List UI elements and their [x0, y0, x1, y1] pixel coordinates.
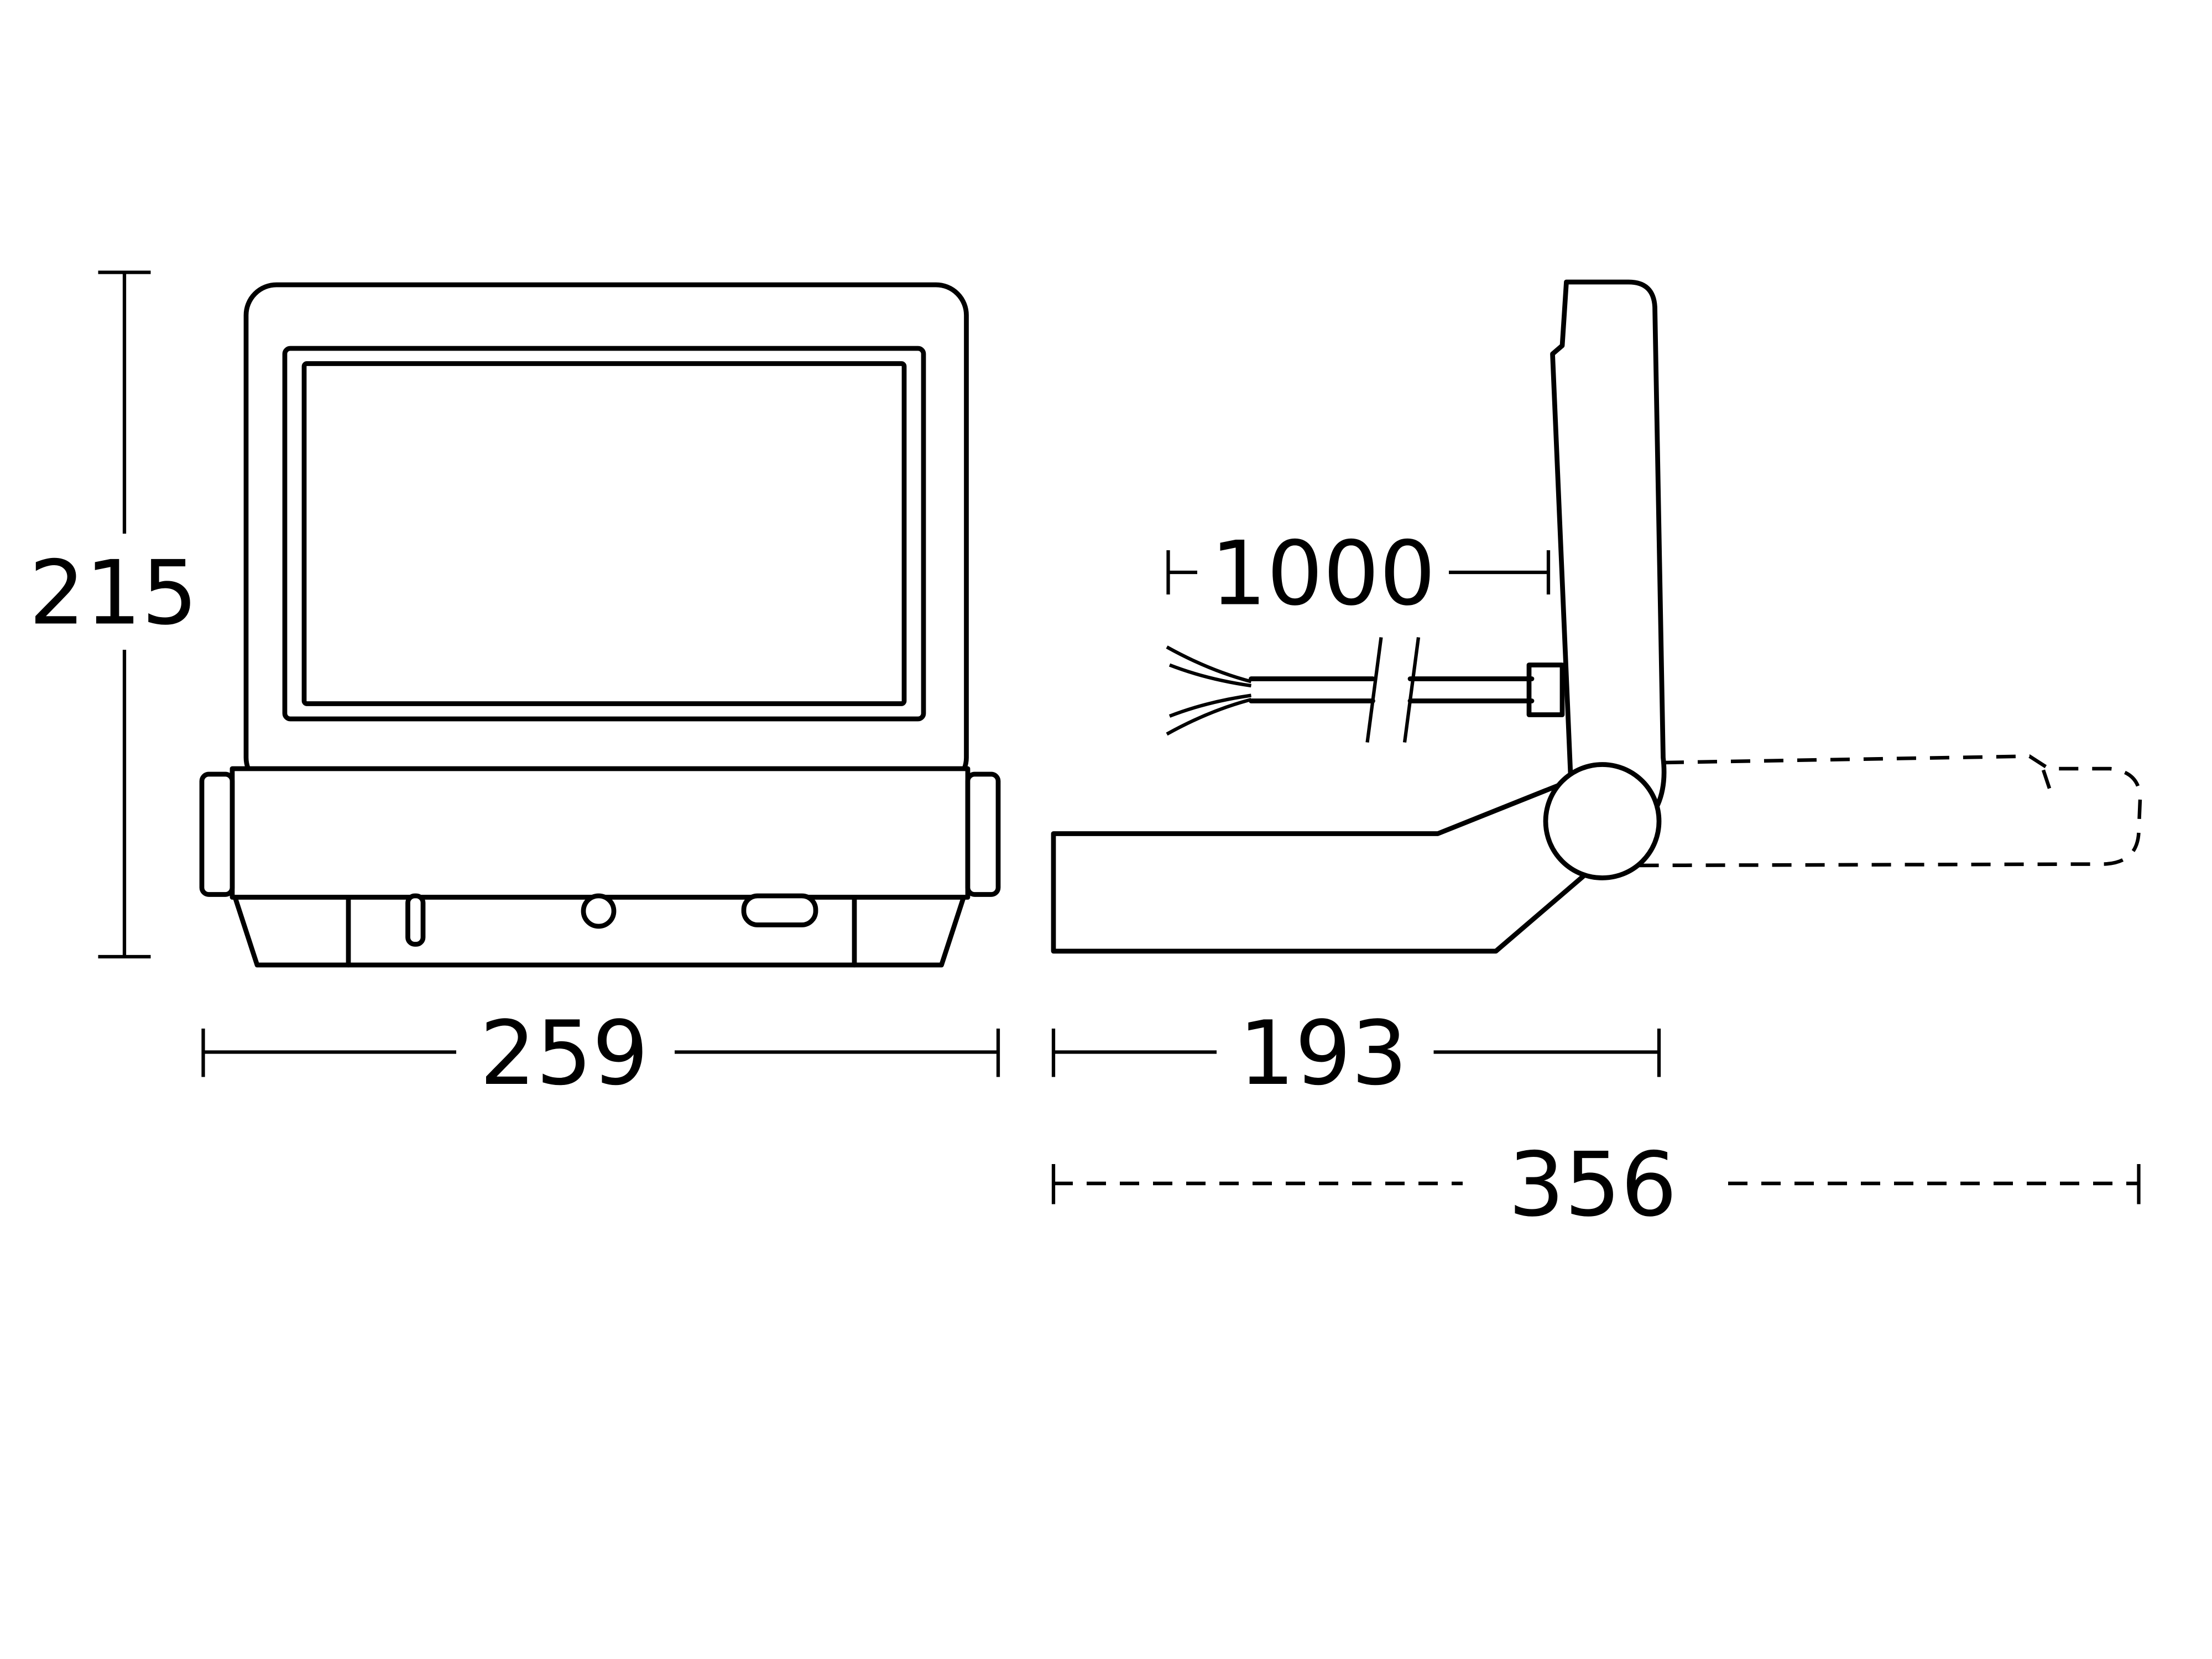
- front-band-right-cap: [965, 771, 1001, 897]
- height-dim-label: 215: [29, 541, 197, 645]
- side-bracket-arm: [1051, 779, 1595, 954]
- front-base-pill-opening: [741, 893, 818, 927]
- wire-strand-4: [1166, 697, 1252, 736]
- side-cable-gland: [1526, 662, 1565, 717]
- width-dim-label: 259: [479, 1001, 648, 1105]
- cable-break-mark-right: [1402, 637, 1421, 743]
- side-head-tilted-dashed-outline: [1631, 754, 2142, 868]
- wire-strand-2: [1168, 663, 1251, 688]
- front-view: [199, 282, 1001, 968]
- dimension-height: 215: [29, 270, 198, 959]
- front-base-slot: [405, 893, 426, 947]
- cable-dim-label: 1000: [1211, 522, 1436, 625]
- dimension-depth: 193: [1051, 1001, 1661, 1105]
- total-depth-dim-label: 356: [1508, 1133, 1677, 1237]
- wire-strand-3: [1168, 693, 1251, 718]
- depth-dim-label: 193: [1239, 1001, 1407, 1105]
- dimension-width: 259: [201, 1001, 1000, 1105]
- side-head-outline: [1550, 279, 1667, 849]
- cable-break-mark-left: [1365, 637, 1383, 743]
- wire-strand-1: [1166, 645, 1252, 684]
- side-pivot-joint: [1543, 762, 1662, 880]
- front-lens-inner: [301, 361, 907, 706]
- dimension-total-depth: 356: [1051, 1133, 2141, 1237]
- dimension-cable-length: 1000: [1166, 522, 1551, 625]
- front-mount-band: [229, 766, 971, 900]
- front-base-screw-hole: [581, 893, 617, 929]
- front-band-left-cap: [199, 771, 235, 897]
- side-head-tilted-step-line: [2041, 769, 2055, 800]
- side-view: [1051, 279, 2142, 954]
